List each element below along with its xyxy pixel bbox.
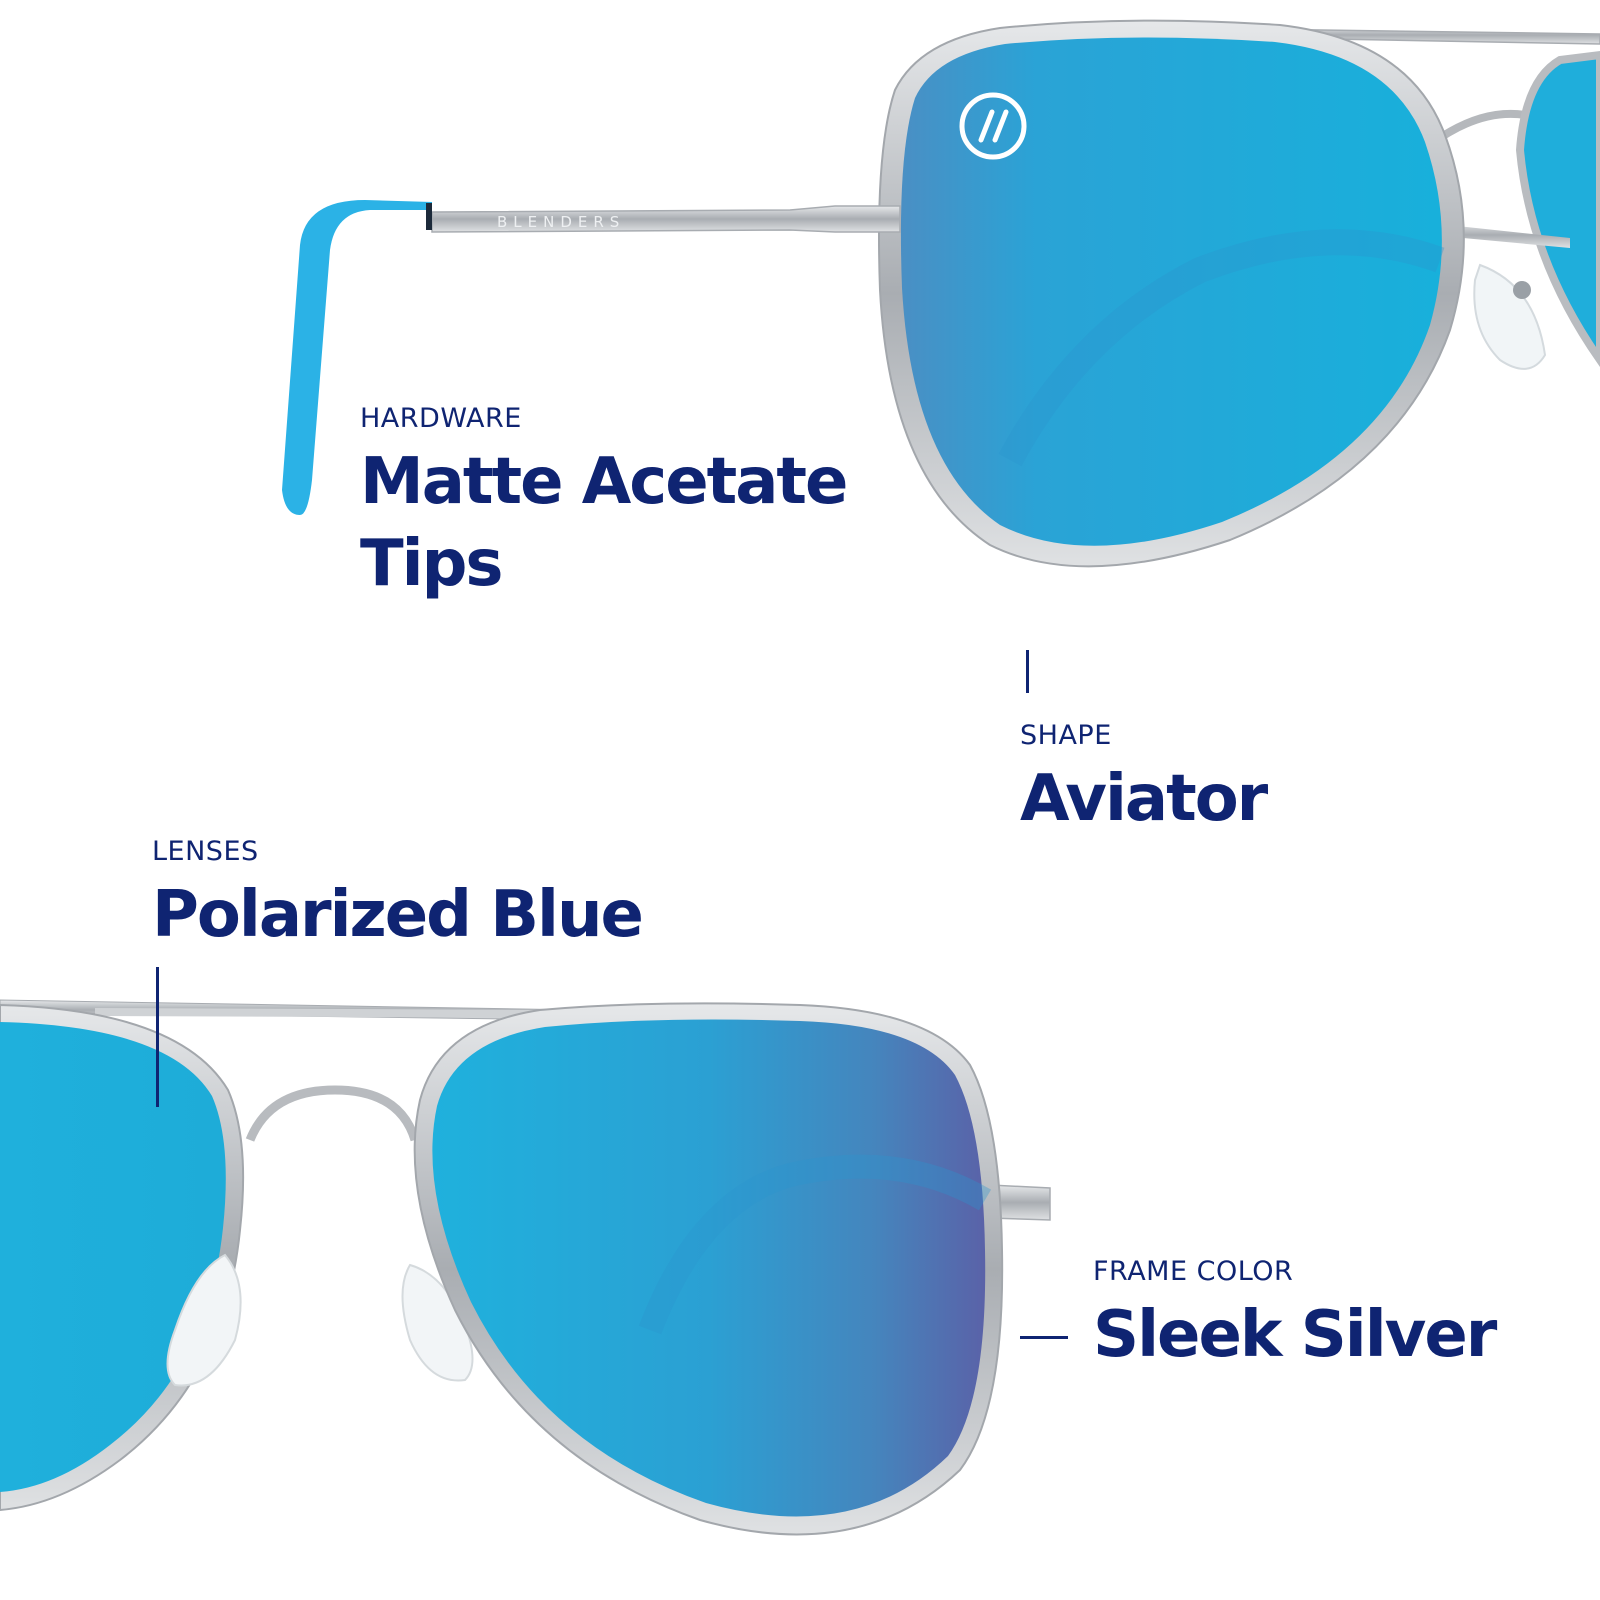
hardware-callout: HARDWARE Matte Acetate Tips bbox=[360, 403, 848, 606]
bottom-top-bar-inner bbox=[95, 1008, 580, 1018]
temple-brand-text: BLENDERS bbox=[497, 213, 625, 231]
right-lens bbox=[432, 1019, 986, 1517]
hardware-label: HARDWARE bbox=[360, 403, 522, 434]
hardware-value-line1: Matte Acetate bbox=[360, 445, 848, 519]
right-lens-reflection bbox=[638, 1154, 992, 1335]
lenses-tick bbox=[156, 967, 159, 1107]
nose-pad-icon bbox=[1473, 263, 1547, 370]
top-sunglasses: BLENDERS bbox=[282, 19, 1600, 568]
bottom-sunglasses bbox=[0, 999, 1051, 1536]
tip-joint bbox=[426, 203, 432, 230]
frame-color-callout: FRAME COLOR Sleek Silver bbox=[1093, 1256, 1497, 1377]
shape-tick bbox=[1026, 650, 1029, 693]
left-lens bbox=[0, 1022, 226, 1492]
left-nose-pad bbox=[166, 1253, 242, 1387]
acetate-tip bbox=[282, 200, 432, 515]
frame-color-value: Sleek Silver bbox=[1093, 1298, 1497, 1372]
frame-color-tick bbox=[1020, 1336, 1068, 1339]
lenses-value: Polarized Blue bbox=[152, 878, 644, 952]
top-lens-reflection bbox=[998, 229, 1445, 467]
shape-label: SHAPE bbox=[1020, 720, 1112, 751]
top-lens bbox=[900, 37, 1442, 546]
shape-callout: SHAPE Aviator bbox=[1020, 720, 1268, 841]
blenders-logo-icon bbox=[959, 92, 1027, 160]
bottom-bridge bbox=[245, 1085, 420, 1142]
lenses-label: LENSES bbox=[152, 836, 259, 867]
right-lens-partial bbox=[1515, 50, 1600, 367]
hardware-value-line2: Tips bbox=[360, 526, 504, 601]
lenses-callout: LENSES Polarized Blue bbox=[152, 836, 644, 957]
top-temple-arm bbox=[431, 205, 901, 233]
shape-value: Aviator bbox=[1020, 762, 1268, 836]
frame-color-label: FRAME COLOR bbox=[1093, 1256, 1294, 1287]
hardware-value: Matte Acetate Tips bbox=[360, 442, 848, 606]
